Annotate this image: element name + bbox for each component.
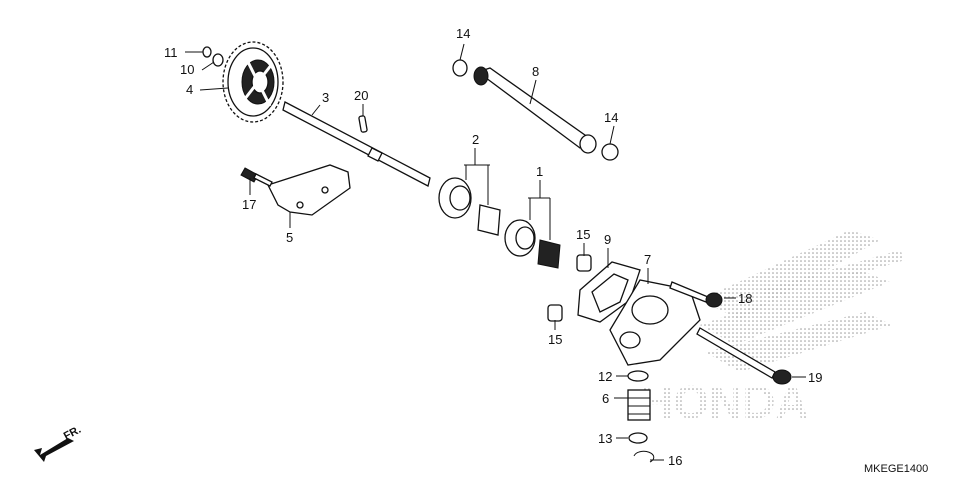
honda-watermark-text: HONDA [640, 376, 809, 428]
callout-14-lower: 14 [604, 110, 618, 125]
diagram-code: MKEGE1400 [864, 463, 928, 475]
oil-pump-body [609, 279, 701, 366]
callout-10: 10 [180, 62, 194, 77]
washer-12 [627, 370, 649, 382]
callout-17: 17 [242, 197, 256, 212]
callout-11: 11 [164, 45, 178, 60]
dowel-pin [358, 115, 368, 133]
callout-3: 3 [322, 90, 329, 105]
callout-15-upper: 15 [576, 227, 590, 242]
callout-5: 5 [286, 230, 293, 245]
front-arrow-icon: FR. [34, 424, 83, 462]
callout-19: 19 [808, 370, 822, 385]
outer-rotor-set [438, 177, 501, 236]
inner-rotor-set [504, 219, 561, 269]
callout-14-upper: 14 [456, 26, 470, 41]
callout-8: 8 [532, 64, 539, 79]
callout-13: 13 [598, 431, 612, 446]
callout-12: 12 [598, 369, 612, 384]
pump-shaft [282, 101, 431, 187]
honda-wing-logo [700, 230, 905, 372]
callout-4: 4 [186, 82, 193, 97]
callout-9: 9 [604, 232, 611, 247]
callout-18: 18 [738, 291, 752, 306]
washer-13 [628, 432, 648, 444]
collar-lower [547, 304, 563, 322]
front-label: FR. [62, 424, 83, 443]
callout-16: 16 [668, 453, 682, 468]
bolt-18 [669, 281, 723, 308]
collar-upper [576, 254, 592, 272]
oil-pipe [473, 66, 597, 154]
callout-1: 1 [536, 164, 543, 179]
relief-valve [627, 389, 651, 421]
callout-2: 2 [472, 132, 479, 147]
bolt-19 [696, 327, 792, 385]
callout-7: 7 [644, 252, 651, 267]
driven-gear [222, 41, 284, 123]
callout-labels: 1 2 3 4 5 6 7 8 9 10 11 12 13 14 14 15 1… [164, 26, 822, 468]
oil-pump-plate [267, 164, 351, 216]
washer [212, 53, 224, 67]
bolt-17 [240, 167, 273, 187]
callout-6: 6 [602, 391, 609, 406]
circlip [202, 46, 212, 58]
leader-lines [185, 43, 806, 461]
o-ring-upper [452, 59, 468, 77]
callout-15-lower: 15 [548, 332, 562, 347]
callout-20: 20 [354, 88, 368, 103]
o-ring-lower [601, 143, 619, 161]
